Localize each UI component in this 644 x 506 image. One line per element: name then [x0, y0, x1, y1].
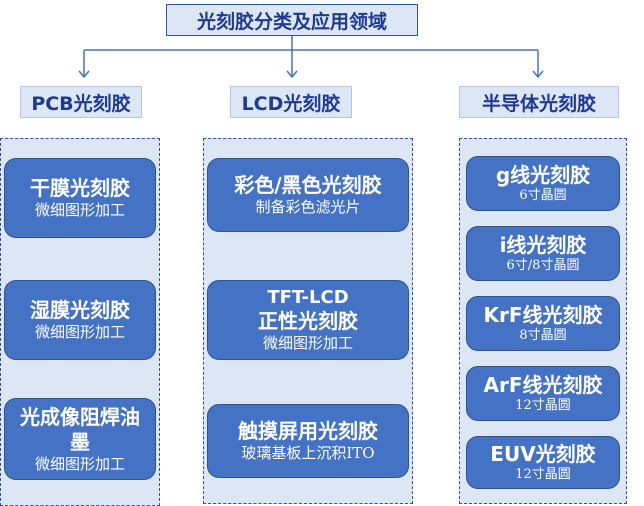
- card-subtitle: 微细图形加工: [34, 201, 125, 220]
- card-title: KrF线光刻胶: [483, 302, 603, 327]
- card-subtitle: 12寸晶圆: [515, 466, 571, 482]
- card-title-line1: TFT-LCD: [267, 286, 349, 308]
- card-title: ArF线光刻胶: [483, 372, 603, 397]
- card-krf-photoresist: KrF线光刻胶 8寸晶圆: [466, 296, 620, 351]
- card-subtitle: 12寸晶圆: [515, 397, 571, 413]
- card-title: EUV光刻胶: [490, 441, 596, 466]
- card-arf-photoresist: ArF线光刻胶 12寸晶圆: [466, 366, 620, 421]
- arrow-head-lcd: [286, 70, 298, 79]
- card-title: 干膜光刻胶: [30, 176, 130, 201]
- column-header-pcb: PCB光刻胶: [20, 86, 142, 118]
- card-subtitle: 8寸晶圆: [519, 327, 567, 343]
- card-subtitle: 6寸/8寸晶圆: [506, 257, 580, 273]
- card-title: 湿膜光刻胶: [30, 298, 130, 323]
- card-title: g线光刻胶: [495, 162, 591, 187]
- column-header-lcd: LCD光刻胶: [230, 86, 352, 118]
- card-touch-screen-photoresist: 触摸屏用光刻胶 玻璃基板上沉积ITO: [207, 404, 409, 478]
- card-color-black-photoresist: 彩色/黑色光刻胶 制备彩色滤光片: [207, 158, 409, 232]
- arrow-head-semi: [532, 70, 544, 79]
- card-i-line-photoresist: i线光刻胶 6寸/8寸晶圆: [466, 226, 620, 281]
- arrow-head-pcb: [78, 70, 90, 79]
- card-subtitle: 玻璃基板上沉积ITO: [241, 444, 375, 463]
- card-dry-film-photoresist: 干膜光刻胶 微细图形加工: [4, 158, 156, 238]
- card-title: 正性光刻胶: [258, 309, 358, 334]
- card-subtitle: 微细图形加工: [34, 323, 125, 342]
- card-photoimageable-solder-mask: 光成像阻焊油墨 微细图形加工: [4, 398, 156, 480]
- column-header-semiconductor: 半导体光刻胶: [459, 86, 619, 118]
- diagram-title: 光刻胶分类及应用领域: [166, 4, 418, 36]
- card-tft-lcd-positive-photoresist: TFT-LCD 正性光刻胶 微细图形加工: [207, 280, 409, 360]
- card-title: 彩色/黑色光刻胶: [234, 173, 382, 198]
- card-title: 触摸屏用光刻胶: [238, 419, 378, 444]
- card-subtitle: 制备彩色滤光片: [255, 198, 361, 217]
- card-g-line-photoresist: g线光刻胶 6寸晶圆: [466, 156, 620, 211]
- card-euv-photoresist: EUV光刻胶 12寸晶圆: [466, 436, 620, 489]
- card-subtitle: 6寸晶圆: [519, 187, 567, 203]
- card-subtitle: 微细图形加工: [34, 454, 125, 473]
- card-title: i线光刻胶: [499, 232, 587, 257]
- card-wet-film-photoresist: 湿膜光刻胶 微细图形加工: [4, 280, 156, 360]
- card-subtitle: 微细图形加工: [262, 334, 353, 353]
- card-title: 光成像阻焊油墨: [20, 404, 140, 454]
